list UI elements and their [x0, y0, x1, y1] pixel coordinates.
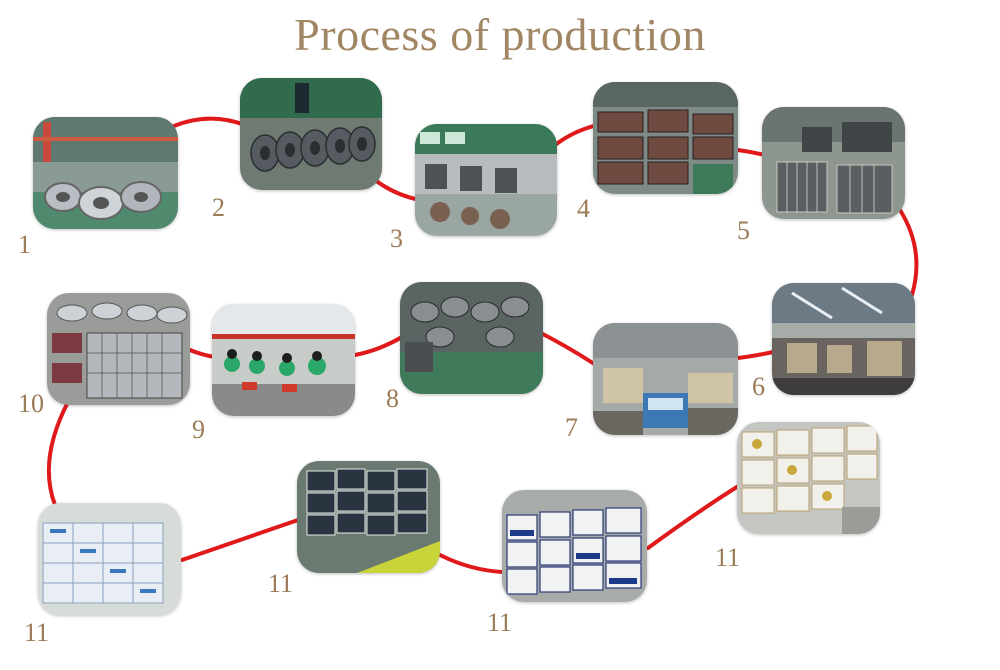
photo-step-11-c	[502, 490, 647, 602]
finished-parts-cages-photo	[47, 293, 190, 405]
photo-step-7	[593, 323, 738, 435]
photo-step-10	[47, 293, 190, 405]
winding-machines-photo	[415, 124, 557, 236]
step-number-2: 2	[212, 193, 225, 222]
step-number-1: 1	[18, 230, 31, 259]
photo-step-11-b	[297, 461, 440, 573]
photo-step-5	[762, 107, 905, 219]
pallet-storage-photo	[593, 323, 738, 435]
step-number-11-d: 11	[715, 543, 741, 572]
packed-boxes-shelves-photo	[737, 422, 880, 534]
photo-step-3	[415, 124, 557, 236]
photo-step-11-d	[737, 422, 880, 534]
step-number-11-c: 11	[487, 608, 513, 637]
packed-boxes-warehouse-photo	[38, 503, 181, 615]
stator-cores-stacking-photo	[240, 78, 382, 190]
step-number-3: 3	[390, 224, 403, 253]
parts-racks-photo	[593, 82, 738, 194]
step-number-4: 4	[577, 194, 590, 223]
photo-step-9	[212, 304, 355, 416]
wire-cages-storage-photo	[762, 107, 905, 219]
photo-step-11-a	[38, 503, 181, 615]
step-number-10: 10	[18, 389, 44, 418]
steel-coils-warehouse-photo	[33, 117, 178, 229]
photo-step-1	[33, 117, 178, 229]
motor-parts-bins-photo	[400, 282, 543, 394]
packed-boxes-stacks-photo	[297, 461, 440, 573]
connector-line	[46, 116, 919, 574]
step-number-5: 5	[737, 216, 750, 245]
step-number-7: 7	[565, 413, 578, 442]
photo-step-4	[593, 82, 738, 194]
step-number-9: 9	[192, 415, 205, 444]
step-number-8: 8	[386, 384, 399, 413]
step-number-11-b: 11	[268, 569, 294, 598]
assembly-workshop-photo	[772, 283, 915, 395]
step-number-6: 6	[752, 372, 765, 401]
photo-step-2	[240, 78, 382, 190]
packed-boxes-pallets-photo	[502, 490, 647, 602]
step-number-11-a: 11	[24, 618, 50, 647]
assembly-line-workers-photo	[212, 304, 355, 416]
page-title: Process of production	[294, 9, 706, 60]
photo-step-8	[400, 282, 543, 394]
photo-step-6	[772, 283, 915, 395]
